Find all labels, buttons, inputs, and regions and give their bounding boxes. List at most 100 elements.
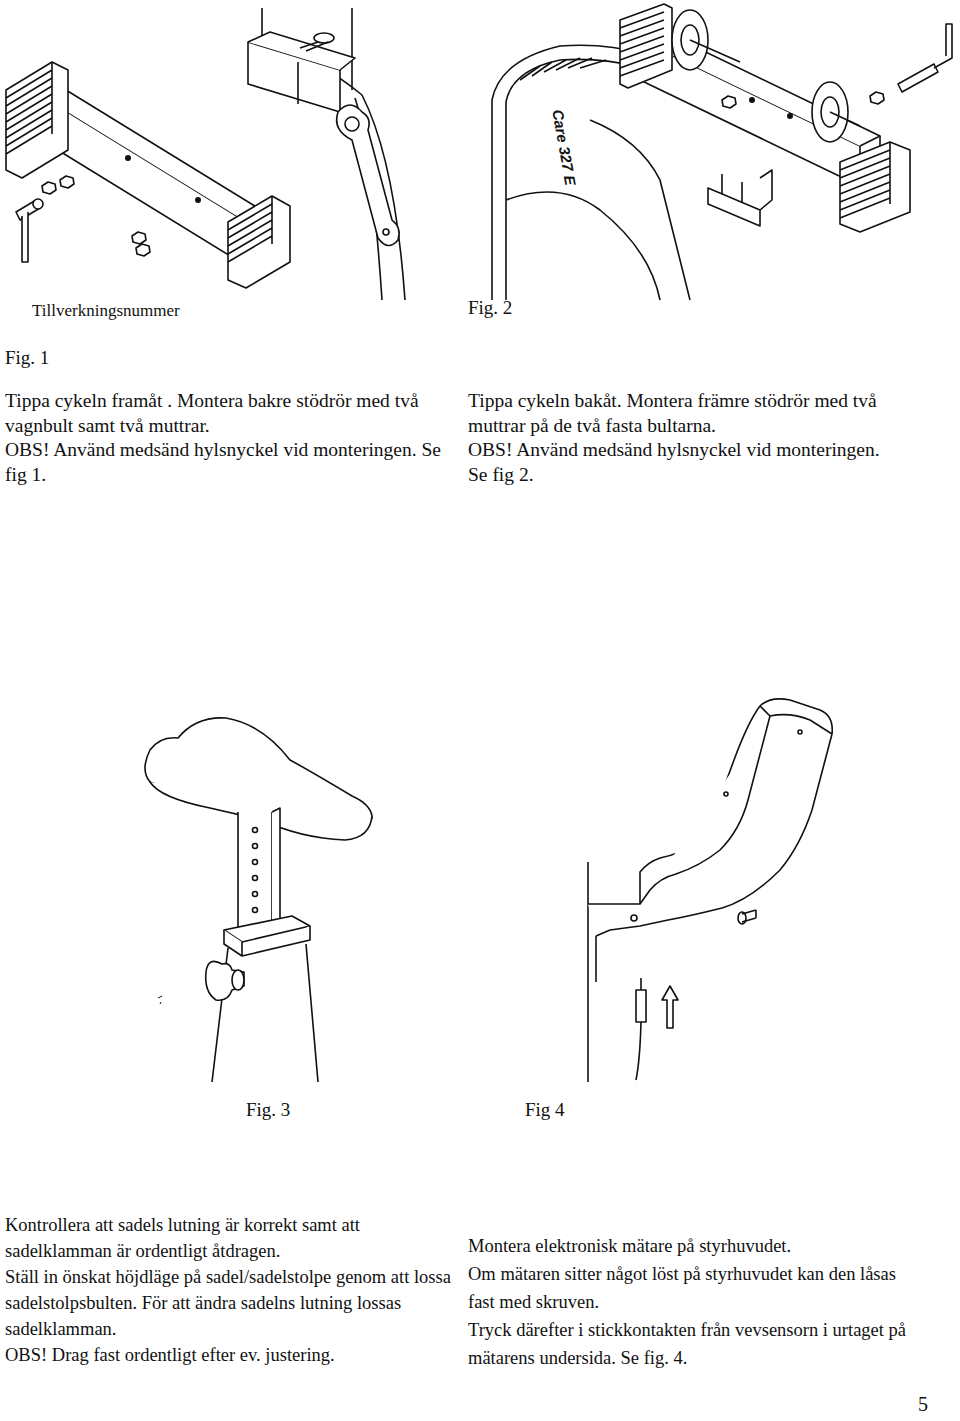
wheel [830,112,860,126]
seat-tube [224,926,310,956]
nut [60,176,74,188]
rear-stabilizer [126,156,130,160]
figure-label: Fig. 3 [246,1098,366,1122]
end-cap [840,142,910,232]
frame-bracket [708,188,760,226]
end-cap [228,196,290,288]
clamp-knob [206,961,244,1000]
clamp-knob [232,970,244,990]
instruction-text: Tippa cykeln framåt . Montera bakre stöd… [5,389,450,438]
mark [158,996,162,1004]
frame-outline [351,8,353,90]
seat-post [253,828,258,833]
flywheel-cover [590,120,690,300]
nut [136,244,150,256]
end-cap [840,142,890,218]
wheel [672,10,860,142]
handlebar-head [724,792,728,796]
handlebar-head [631,915,637,921]
seat-post [238,812,272,928]
front-stabilizer [788,114,792,118]
crank-arm [345,117,359,131]
handlebar-head [588,699,832,936]
flywheel-cover [506,59,690,300]
instruction-text: Kontrollera att sadels lutning är korrek… [5,1212,460,1264]
seat-post [253,876,258,881]
mounting-bracket [248,32,355,112]
end-cap [6,62,290,288]
end-cap [6,62,52,154]
wheel [690,40,740,62]
sensor-plug [640,978,642,990]
end-cap [620,12,664,76]
seat-post [253,844,258,849]
front-stabilizer [640,40,860,186]
note-text: OBS! Använd medsänd hylsnyckel vid monte… [5,438,450,487]
handlebar-head [640,716,770,904]
end-cap [6,62,68,178]
instruction-text: Tippa cykeln bakåt. Montera främre stödr… [468,389,898,438]
end-cap [228,196,272,262]
serial-number-label: Tillverkningsnummer [32,300,292,322]
socket-wrench [16,199,43,262]
flywheel-cover [506,192,660,300]
crank-arm [383,229,389,235]
crank-arm [337,105,400,246]
rear-stabilizer [196,198,200,202]
screw [738,910,756,924]
socket-wrench [898,64,938,92]
socket-wrench [898,24,952,92]
seat-post [253,892,258,897]
seat-post [272,808,280,928]
instruction-text: Tryck därefter i stickkontakten från vev… [468,1316,918,1372]
handlebar-head [587,862,589,1082]
seat-post [238,808,280,928]
nut [870,92,884,104]
rear-stabilizer [48,90,258,218]
mounting-bracket [248,32,355,70]
figure-label: Fig 4 [525,1098,645,1122]
handlebar-head [588,699,832,1082]
nut [722,96,736,108]
carriage-bolt [300,42,328,51]
nut [722,92,884,108]
page-number: 5 [918,1392,948,1416]
mark [158,996,162,1004]
nut [132,232,146,244]
crank-arm [337,105,400,246]
instruction-text: Om mätaren sitter något löst på styrhuvu… [468,1260,918,1316]
handlebar-head [798,730,802,734]
instruction-text: Ställ in önskat höjdläge på sadel/sadels… [5,1264,460,1342]
instruction-text: Montera elektronisk mätare på styrhuvude… [468,1232,918,1260]
front-stabilizer [750,98,754,102]
sensor-plug [636,1022,641,1080]
sensor-plug [636,990,646,1022]
seat-post [253,908,258,913]
seat-tube [212,916,318,1082]
handlebar-head [595,936,597,982]
note-text: OBS! Drag fast ordentligt efter ev. just… [5,1342,460,1368]
frame-bracket [722,174,742,202]
up-arrow [662,986,678,1028]
clamp-knob [206,961,244,1000]
handlebar-head [760,706,832,734]
figure-label: Fig. 2 [468,296,588,320]
nut [42,182,56,194]
seat-post [253,860,258,865]
mounting-bracket [297,62,299,104]
flywheel-cover [520,58,606,80]
screw [742,910,756,922]
socket-wrench [33,199,43,209]
socket-wrench [934,24,952,68]
nut [42,176,150,256]
socket-wrench [22,212,28,262]
end-cap [620,4,672,88]
frame-bracket [708,170,772,226]
rear-stabilizer [48,90,258,262]
carriage-bolt [300,33,334,51]
end-cap [620,4,910,232]
frame-bracket [760,170,772,210]
up-arrow [662,986,678,1028]
note-text: OBS! Använd medsänd hylsnyckel vid monte… [468,438,898,487]
